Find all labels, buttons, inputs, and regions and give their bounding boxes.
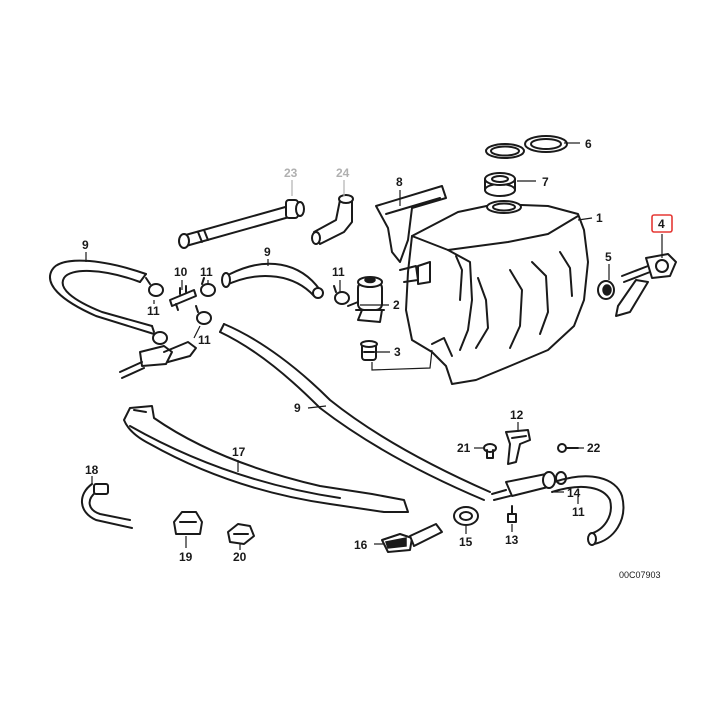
callout-6[interactable]: 6 [585, 137, 592, 151]
part-7-filler-cap[interactable] [484, 172, 516, 197]
part-10-t-connector[interactable] [169, 285, 197, 311]
callout-24[interactable]: 24 [336, 166, 350, 180]
leader-lines [85, 142, 663, 550]
part-20-clip[interactable] [227, 523, 255, 545]
callout-numbers: 1 2 3 4 5 6 7 8 9 9 9 10 11 11 11 11 11 … [82, 137, 665, 564]
part-9-hose-middle[interactable] [221, 262, 324, 299]
part-8-shield[interactable] [375, 185, 447, 263]
callout-20[interactable]: 20 [233, 550, 247, 564]
part-12-bracket[interactable] [505, 429, 531, 465]
callout-11-c[interactable]: 11 [198, 333, 211, 347]
part-24-elbow-connector[interactable] [311, 194, 354, 245]
callout-5[interactable]: 5 [605, 250, 612, 264]
callout-17[interactable]: 17 [232, 445, 246, 459]
part-3-pump-grommet[interactable] [360, 340, 378, 361]
callout-9-left[interactable]: 9 [82, 238, 89, 252]
callout-2[interactable]: 2 [393, 298, 400, 312]
non-return-valve[interactable] [119, 341, 197, 379]
part-21-rivet[interactable] [483, 443, 497, 459]
part-9-hose-long[interactable] [219, 323, 625, 546]
part-15-grommet[interactable] [453, 506, 479, 526]
callout-7[interactable]: 7 [542, 175, 549, 189]
callout-12[interactable]: 12 [510, 408, 524, 422]
callout-21[interactable]: 21 [457, 441, 471, 455]
callout-8[interactable]: 8 [396, 175, 403, 189]
part-11-clamp-e[interactable] [333, 285, 350, 305]
callout-11-d[interactable]: 11 [332, 265, 345, 279]
diagram-code: 00C07903 [619, 570, 661, 580]
callout-15[interactable]: 15 [459, 535, 473, 549]
part-19-clip[interactable] [173, 511, 203, 535]
callout-3[interactable]: 3 [394, 345, 401, 359]
part-9-hose-left[interactable] [49, 259, 155, 335]
part-18-cable-tie[interactable] [81, 483, 133, 529]
part-4-level-sensor[interactable] [615, 253, 677, 317]
highlight-box [651, 214, 673, 233]
part-1-reservoir-tank[interactable] [399, 200, 589, 385]
callout-18[interactable]: 18 [85, 463, 99, 477]
callout-9-middle[interactable]: 9 [264, 245, 271, 259]
callout-1[interactable]: 1 [596, 211, 603, 225]
part-16-nozzle-connector[interactable] [381, 523, 443, 553]
part-6-seal-rings[interactable] [485, 135, 568, 159]
callout-19[interactable]: 19 [179, 550, 193, 564]
callout-23[interactable]: 23 [284, 166, 298, 180]
part-11-clamp-a[interactable] [145, 277, 164, 297]
callout-10[interactable]: 10 [174, 265, 188, 279]
part-23-connecting-pipe[interactable] [178, 199, 305, 249]
callout-11-a[interactable]: 11 [147, 304, 160, 318]
part-5-grommet[interactable] [597, 280, 615, 300]
callout-11-e[interactable]: 11 [572, 505, 585, 519]
callout-9-lower[interactable]: 9 [294, 401, 301, 415]
part-11-clamp-d[interactable] [151, 325, 168, 345]
part-13-screw[interactable] [507, 505, 517, 523]
callout-22[interactable]: 22 [587, 441, 601, 455]
callout-13[interactable]: 13 [505, 533, 519, 547]
part-17-mounting-strip[interactable] [123, 405, 409, 513]
part-2-washer-pump[interactable] [347, 276, 385, 323]
part-11-clamp-c[interactable] [195, 305, 212, 325]
callout-16[interactable]: 16 [354, 538, 368, 552]
callout-4[interactable]: 4 [658, 217, 665, 231]
part-14-washer-pump[interactable] [491, 471, 567, 501]
callout-11-b[interactable]: 11 [200, 265, 213, 279]
callout-14[interactable]: 14 [567, 486, 581, 500]
